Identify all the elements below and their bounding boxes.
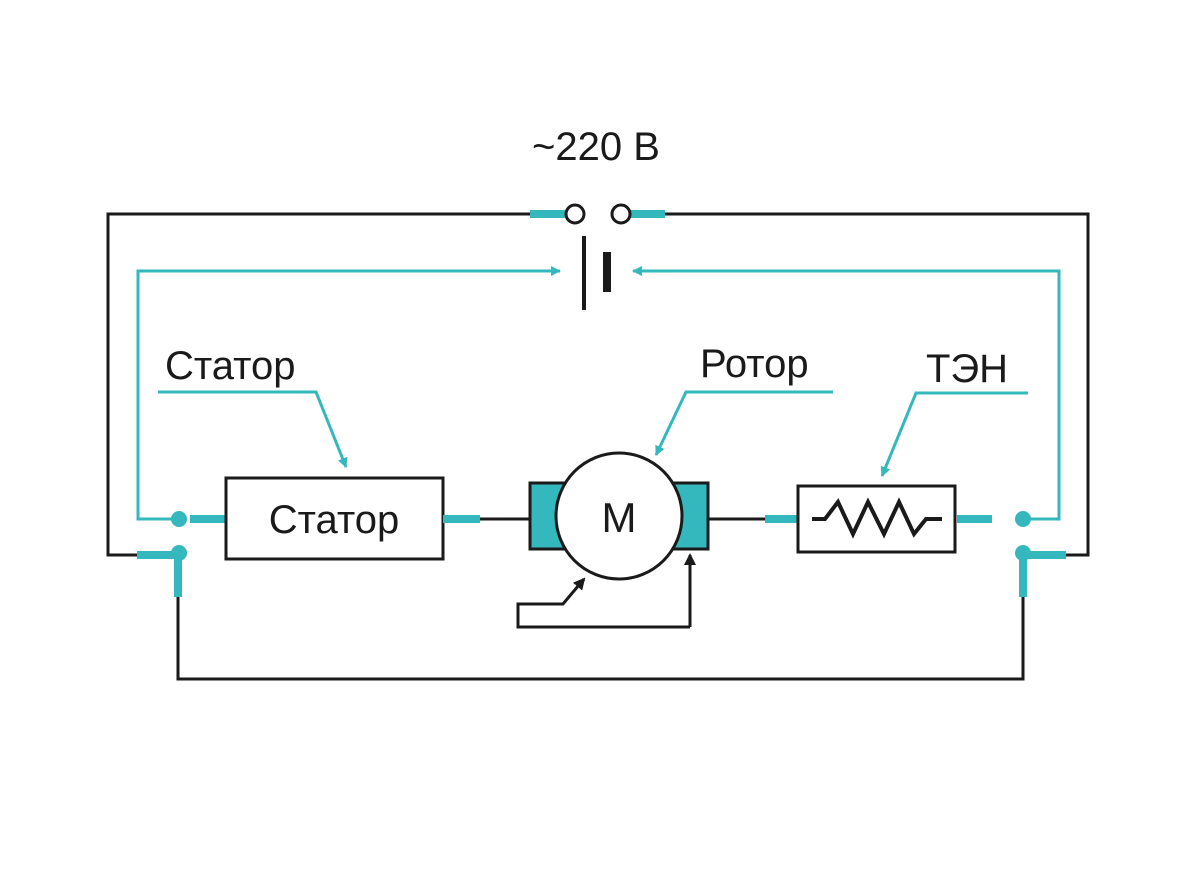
stator-caption: Статор <box>165 344 296 388</box>
supply-voltage-label: ~220 В <box>532 125 660 169</box>
heater-zigzag <box>812 497 942 539</box>
supply-terminal-right <box>610 203 632 225</box>
supply-terminal-left <box>564 203 586 225</box>
bottom-return-wire <box>176 555 1025 681</box>
motor-symbol <box>554 451 684 581</box>
left-junction-accent-bottom <box>137 551 182 597</box>
left-junction-dot-bottom <box>171 545 187 561</box>
rotor-leader <box>654 390 833 456</box>
right-junction-accent-bottom <box>1019 551 1066 597</box>
heater-leader <box>880 391 1028 477</box>
stator-leader <box>158 390 348 468</box>
dc-loop-right <box>632 266 1061 521</box>
rotor-caption: Ротор <box>700 342 809 386</box>
dc-loop-left <box>136 266 561 521</box>
right-junction-dot-bottom <box>1015 545 1031 561</box>
stator-box <box>224 476 445 561</box>
stator-box-label: Статор <box>269 498 400 542</box>
right-junction-dot-top <box>1015 511 1031 527</box>
left-junction-dot-top <box>171 511 187 527</box>
motor-label: M <box>602 494 637 541</box>
brush-feedback-arrow-left <box>516 577 690 629</box>
heater-caption: ТЭН <box>926 347 1008 391</box>
